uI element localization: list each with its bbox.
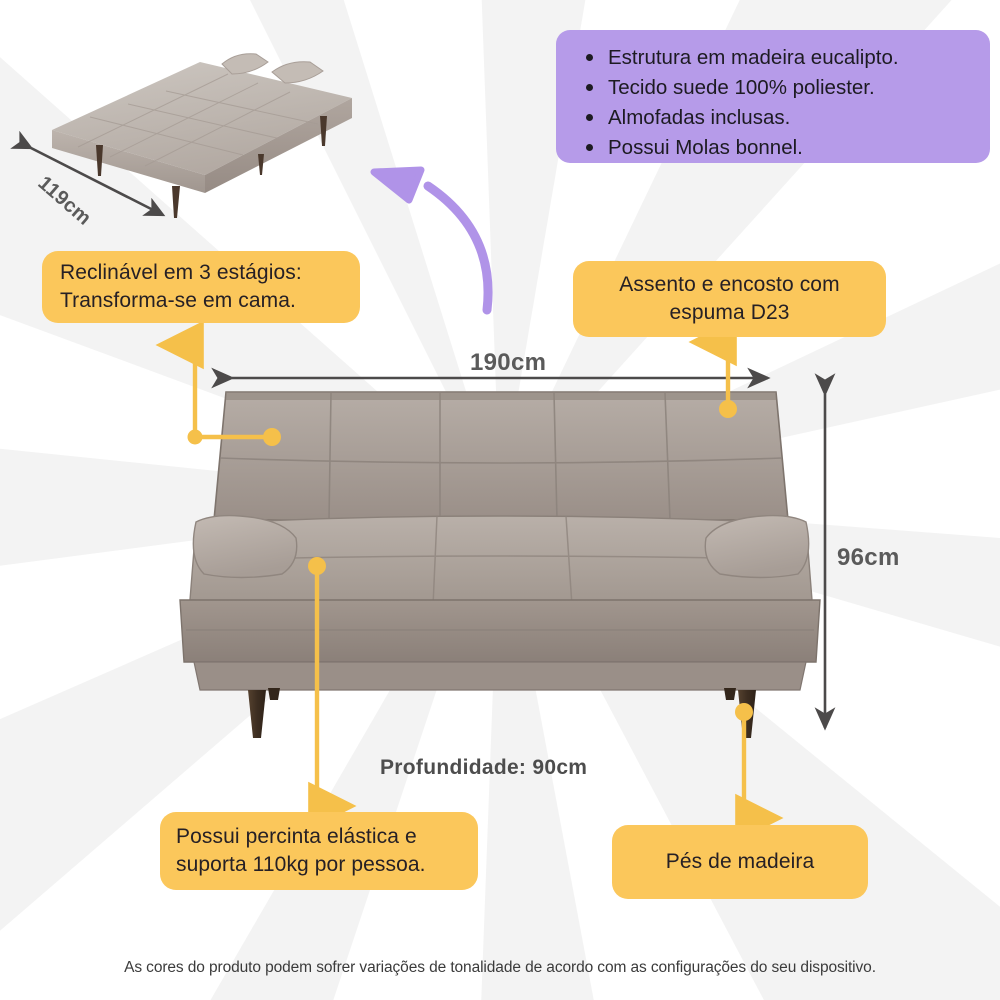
features-list-box: Estrutura em madeira eucalipto. Tecido s…	[556, 30, 990, 163]
feature-item-1: Estrutura em madeira eucalipto.	[582, 43, 980, 73]
callout-feet-line1: Pés de madeira	[665, 850, 815, 874]
callout-elastic-belt: Possui percinta elástica e suporta 110kg…	[160, 812, 478, 890]
callout-belt-line1: Possui percinta elástica e	[176, 825, 417, 849]
callout-foam-line1: Assento e encosto com	[619, 273, 840, 297]
feature-item-3: Almofadas inclusas.	[582, 103, 980, 133]
callout-belt-line2: suporta 110kg por pessoa.	[176, 853, 426, 876]
dimension-label-96cm: 96cm	[837, 544, 900, 571]
feature-item-2: Tecido suede 100% poliester.	[582, 73, 980, 103]
color-disclaimer: As cores do produto podem sofrer variaçõ…	[124, 959, 876, 976]
callout-reclining: Reclinável em 3 estágios: Transforma-se …	[42, 251, 360, 323]
callout-wooden-feet: Pés de madeira	[612, 825, 868, 899]
dimension-label-190cm: 190cm	[470, 349, 547, 376]
feature-item-4: Possui Molas bonnel.	[582, 133, 980, 163]
callout-foam-line2: espuma D23	[669, 301, 790, 324]
callout-reclining-line2: Transforma-se em cama.	[60, 289, 296, 312]
callout-foam: Assento e encosto com espuma D23	[573, 261, 886, 337]
callout-reclining-line1: Reclinável em 3 estágios:	[60, 261, 302, 285]
depth-label: Profundidade: 90cm	[380, 756, 588, 779]
features-list: Estrutura em madeira eucalipto. Tecido s…	[582, 43, 980, 163]
